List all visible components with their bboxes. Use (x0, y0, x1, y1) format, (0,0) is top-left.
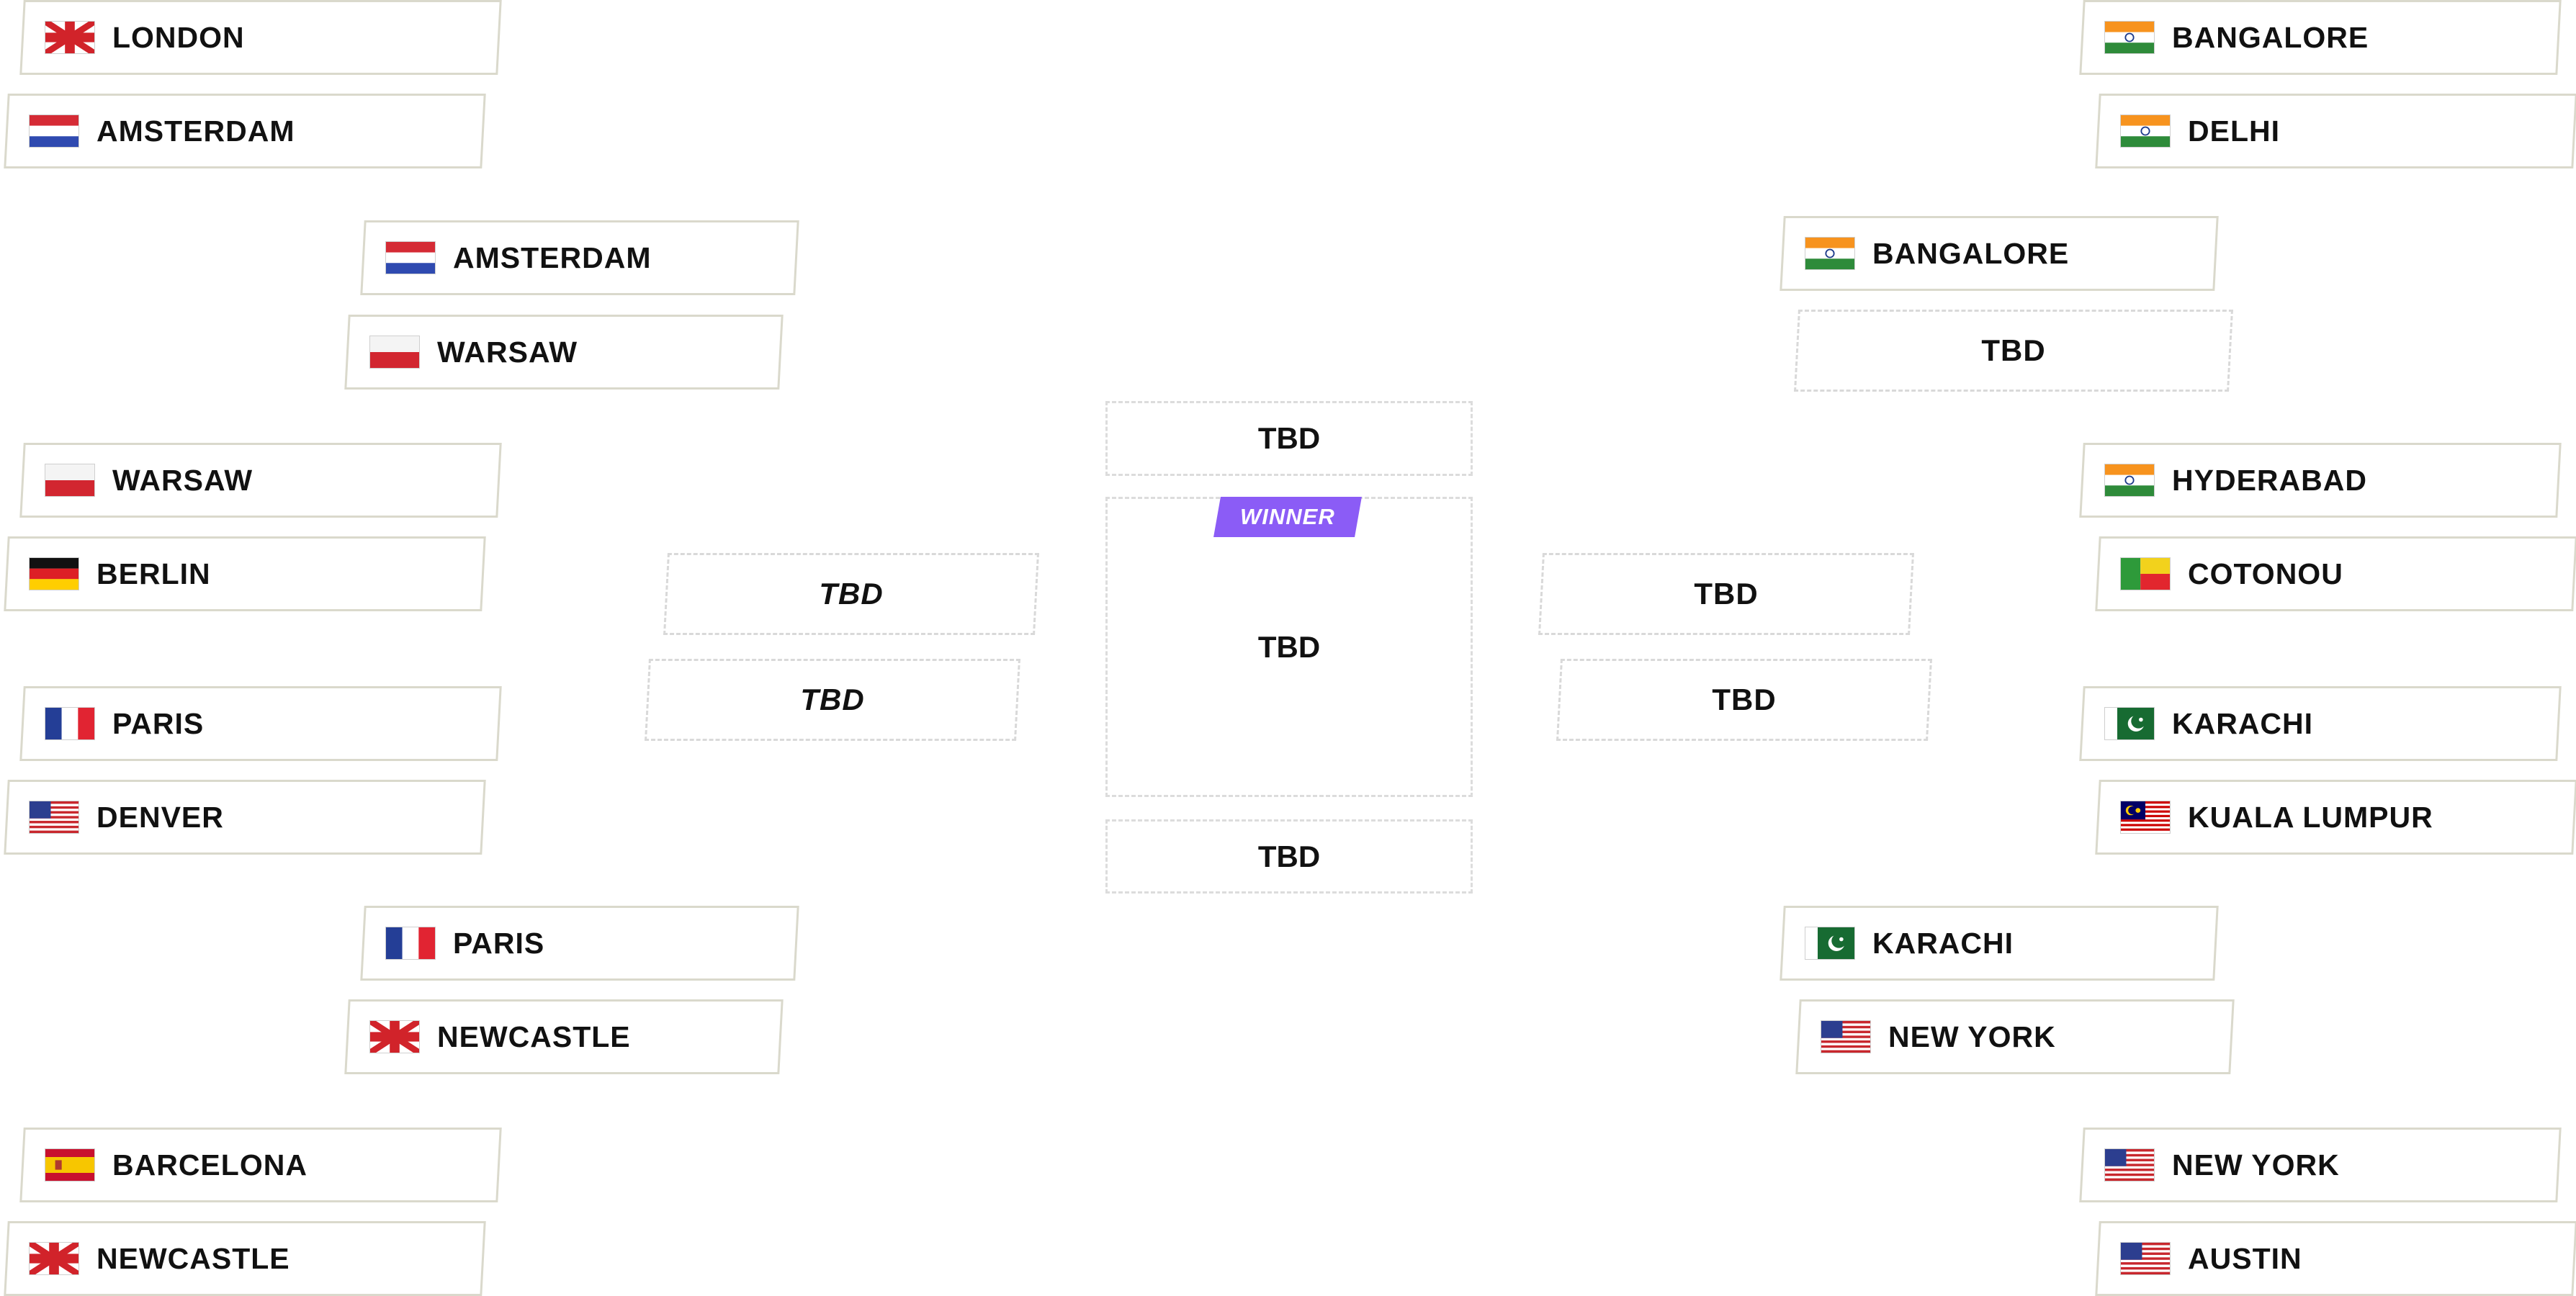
uk-flag-icon (45, 21, 95, 54)
india-flag-icon (2104, 21, 2155, 54)
india-flag-icon (1805, 237, 1855, 270)
team-slot-left-r1-4[interactable]: BERLIN (4, 536, 486, 611)
team-slot-left-r1-2[interactable]: AMSTERDAM (4, 94, 486, 168)
netherlands-flag-icon (29, 114, 79, 148)
team-name: AMSTERDAM (453, 240, 652, 274)
team-name: DENVER (97, 800, 224, 834)
netherlands-flag-icon (385, 241, 436, 274)
team-slot-right-r1-5[interactable]: KARACHI (2079, 686, 2562, 761)
winner-box[interactable]: TBD (1105, 497, 1473, 797)
semifinal-slot-left-1[interactable]: TBD (663, 553, 1039, 635)
team-name: AMSTERDAM (97, 114, 295, 148)
team-slot-left-r2-3[interactable]: PARIS (360, 906, 799, 981)
india-flag-icon (2104, 464, 2155, 497)
uk-flag-icon (29, 1242, 79, 1275)
germany-flag-icon (29, 557, 79, 590)
benin-flag-icon (2120, 557, 2171, 590)
team-name: NEW YORK (1888, 1020, 2056, 1053)
team-slot-right-r1-2[interactable]: DELHI (2095, 94, 2576, 168)
team-name: AUSTIN (2188, 1241, 2302, 1275)
slot-label: TBD (1257, 839, 1321, 873)
team-slot-left-r1-8[interactable]: NEWCASTLE (4, 1221, 486, 1296)
team-name: BARCELONA (112, 1148, 308, 1182)
team-slot-right-r1-8[interactable]: AUSTIN (2095, 1221, 2576, 1296)
uk-flag-icon (369, 1020, 420, 1053)
team-name: BERLIN (97, 557, 211, 590)
poland-flag-icon (369, 336, 420, 369)
usa-flag-icon (1821, 1020, 1871, 1053)
team-slot-left-r1-6[interactable]: DENVER (4, 780, 486, 855)
team-name: WARSAW (437, 335, 578, 369)
team-name: HYDERABAD (2172, 463, 2367, 497)
team-name: WARSAW (112, 463, 253, 497)
final-slot-top[interactable]: TBD (1105, 401, 1473, 476)
team-slot-right-r2-2[interactable]: TBD (1794, 310, 2233, 392)
spain-flag-icon (45, 1148, 95, 1182)
team-name: PARIS (453, 926, 545, 960)
france-flag-icon (45, 707, 95, 740)
team-slot-left-r1-1[interactable]: LONDON (19, 0, 502, 75)
team-slot-right-r2-1[interactable]: BANGALORE (1780, 216, 2219, 291)
slot-label: TBD (800, 683, 865, 716)
team-slot-left-r1-7[interactable]: BARCELONA (19, 1128, 502, 1202)
winner-label: WINNER (1240, 504, 1335, 529)
team-slot-left-r1-3[interactable]: WARSAW (19, 443, 502, 518)
malaysia-flag-icon (2120, 801, 2171, 834)
semifinal-slot-left-2[interactable]: TBD (645, 659, 1020, 741)
team-name: PARIS (112, 706, 205, 740)
team-slot-right-r2-3[interactable]: KARACHI (1780, 906, 2219, 981)
semifinal-slot-right-1[interactable]: TBD (1538, 553, 1914, 635)
team-name: DELHI (2188, 114, 2280, 148)
team-slot-right-r1-4[interactable]: COTONOU (2095, 536, 2576, 611)
india-flag-icon (2120, 114, 2171, 148)
team-slot-right-r1-6[interactable]: KUALA LUMPUR (2095, 780, 2576, 855)
team-name: COTONOU (2188, 557, 2343, 590)
team-slot-right-r1-3[interactable]: HYDERABAD (2079, 443, 2562, 518)
team-slot-left-r2-2[interactable]: WARSAW (344, 315, 784, 390)
team-name: NEW YORK (2172, 1148, 2340, 1182)
slot-label: TBD (1981, 333, 2046, 367)
team-name: BANGALORE (1872, 236, 2070, 270)
team-slot-left-r2-1[interactable]: AMSTERDAM (360, 220, 799, 295)
team-name: BANGALORE (2172, 20, 2369, 54)
slot-label: TBD (1257, 421, 1321, 455)
usa-flag-icon (2104, 1148, 2155, 1182)
slot-label: TBD (819, 577, 884, 611)
team-slot-right-r1-1[interactable]: BANGALORE (2079, 0, 2562, 75)
team-name: KARACHI (1872, 926, 2014, 960)
poland-flag-icon (45, 464, 95, 497)
team-slot-right-r1-7[interactable]: NEW YORK (2079, 1128, 2562, 1202)
pakistan-flag-icon (2104, 707, 2155, 740)
winner-name: TBD (1257, 629, 1321, 664)
semifinal-slot-right-2[interactable]: TBD (1556, 659, 1932, 741)
team-name: NEWCASTLE (97, 1241, 290, 1275)
team-name: NEWCASTLE (437, 1020, 631, 1053)
team-name: KARACHI (2172, 706, 2314, 740)
pakistan-flag-icon (1805, 927, 1855, 960)
usa-flag-icon (29, 801, 79, 834)
team-slot-left-r2-4[interactable]: NEWCASTLE (344, 999, 784, 1074)
winner-badge: WINNER (1213, 497, 1362, 537)
france-flag-icon (385, 927, 436, 960)
final-slot-bottom[interactable]: TBD (1105, 819, 1473, 894)
team-slot-right-r2-4[interactable]: NEW YORK (1795, 999, 2235, 1074)
slot-label: TBD (1694, 577, 1759, 611)
team-slot-left-r1-5[interactable]: PARIS (19, 686, 502, 761)
team-name: KUALA LUMPUR (2188, 800, 2433, 834)
usa-flag-icon (2120, 1242, 2171, 1275)
team-name: LONDON (112, 20, 245, 54)
slot-label: TBD (1712, 683, 1777, 716)
